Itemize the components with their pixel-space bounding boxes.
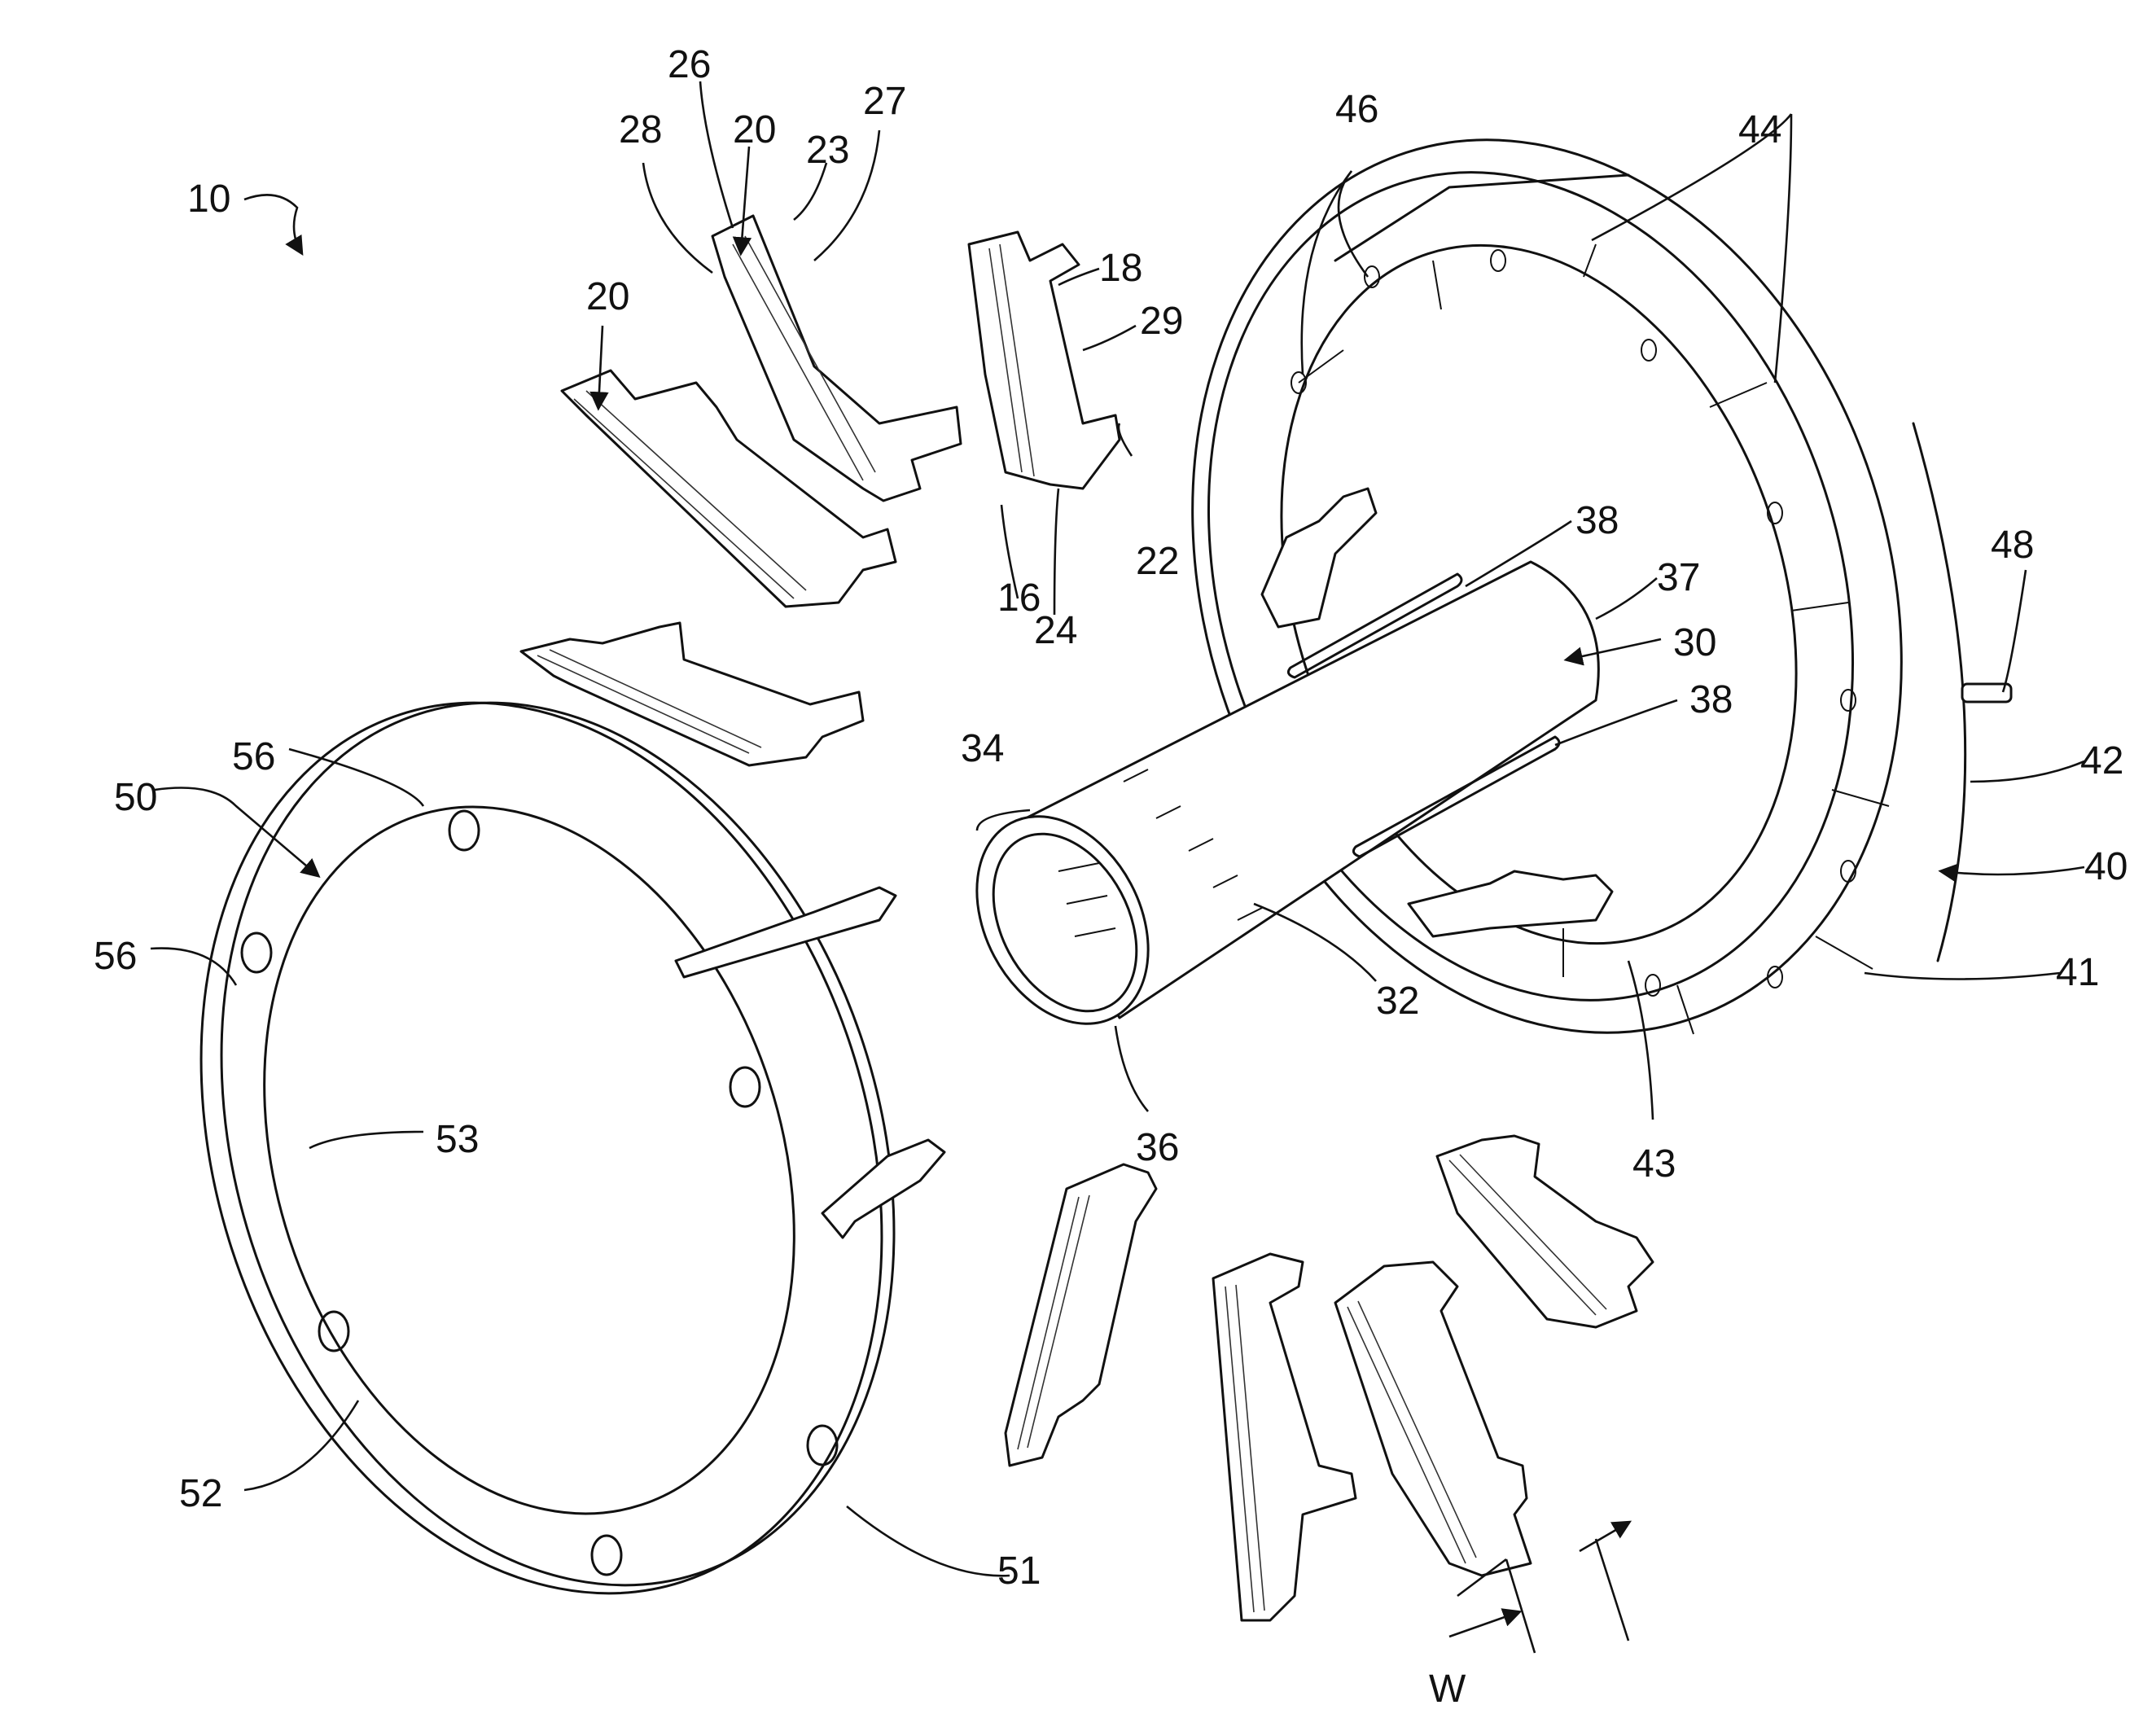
label-38-top: 38 <box>1575 499 1619 542</box>
label-28: 28 <box>619 108 662 151</box>
label-30: 30 <box>1673 621 1716 664</box>
label-26: 26 <box>668 43 711 86</box>
label-18: 18 <box>1099 247 1142 290</box>
label-36: 36 <box>1136 1126 1179 1169</box>
label-52: 52 <box>179 1472 222 1515</box>
label-43: 43 <box>1632 1142 1676 1186</box>
label-40: 40 <box>2084 845 2128 888</box>
lamination-low-3 <box>1335 1262 1531 1576</box>
label-29: 29 <box>1140 300 1183 343</box>
label-27: 27 <box>863 80 906 123</box>
label-42: 42 <box>2080 739 2123 782</box>
label-37: 37 <box>1657 556 1700 599</box>
lamination-low-1 <box>1006 1164 1156 1466</box>
label-56-left: 56 <box>94 935 137 978</box>
label-50: 50 <box>114 776 157 819</box>
label-23: 23 <box>806 129 849 172</box>
label-41: 41 <box>2056 951 2099 994</box>
lamination-low-2 <box>1213 1254 1356 1620</box>
label-34: 34 <box>961 727 1004 770</box>
label-48: 48 <box>1991 524 2034 567</box>
label-46: 46 <box>1335 88 1378 131</box>
label-44: 44 <box>1738 108 1781 151</box>
label-W: W <box>1429 1668 1466 1711</box>
label-51: 51 <box>997 1549 1041 1593</box>
label-22: 22 <box>1136 540 1179 583</box>
label-56-top: 56 <box>232 735 275 778</box>
label-32: 32 <box>1376 980 1419 1023</box>
label-24: 24 <box>1034 609 1077 652</box>
label-20: 20 <box>733 108 776 151</box>
label-10: 10 <box>187 178 230 221</box>
label-20-lower: 20 <box>586 275 629 318</box>
label-53: 53 <box>436 1118 479 1161</box>
label-38-bottom: 38 <box>1689 678 1733 721</box>
